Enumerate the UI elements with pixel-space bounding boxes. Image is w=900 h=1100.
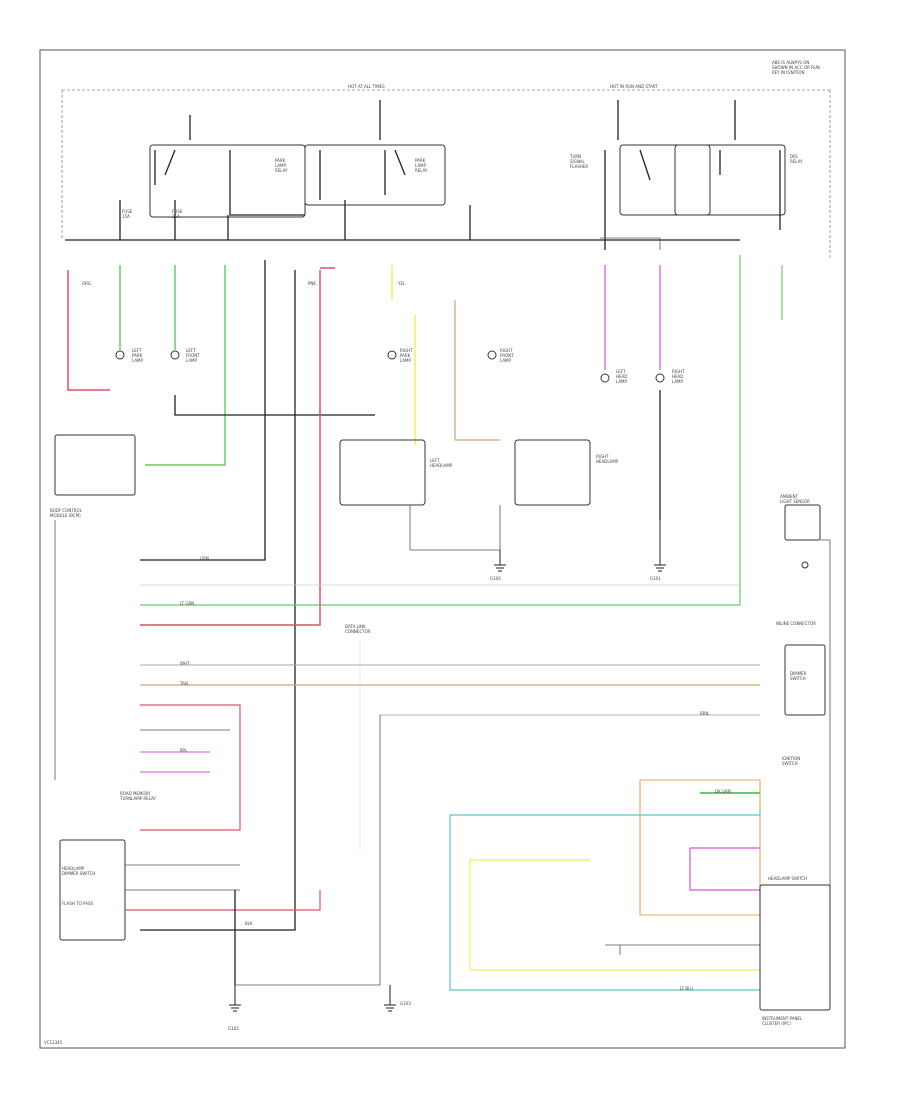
diagram-frame — [39, 49, 846, 1049]
headlamp-switch-label: HEADLAMP SWITCH — [768, 876, 807, 881]
wire-tag-tan: TAN — [179, 681, 188, 686]
wire-tag-yel: YEL — [397, 281, 406, 286]
bcm-module — [54, 434, 136, 496]
ground-symbol: G100 — [490, 550, 506, 581]
ipc-module — [759, 884, 831, 1011]
wire-tag-grn: GRN — [200, 556, 209, 561]
flash-to-pass-label: FLASH TO PASS — [62, 901, 93, 906]
ground-label: G100 — [490, 576, 501, 581]
wire-tag-dkgrn: DK GRN — [715, 789, 731, 794]
ground-symbol-d: G103 — [384, 985, 411, 1012]
ground-symbol-b: G101 — [650, 520, 666, 581]
top-right-fuse-label: HOT IN RUN AND START — [610, 84, 658, 89]
wire-tag-brn: BRN — [700, 711, 709, 716]
ground-label-d: G103 — [400, 1001, 411, 1006]
wire-tag-pnk: PNK — [308, 281, 316, 286]
wire-tag-ltblu: LT BLU — [680, 986, 693, 991]
page-code: VC12345 — [44, 1040, 63, 1045]
wire-tag-ltgrn: LT GRN — [180, 601, 194, 606]
headlamp-switch-block — [59, 839, 126, 941]
wire-tag-wht: WHT — [180, 661, 190, 666]
wire-tag-ppl: PPL — [180, 748, 188, 753]
inline-conn-label: INLINE CONNECTOR — [776, 621, 816, 626]
wire-tag-org: ORG — [82, 281, 91, 286]
top-left-fuse-label: HOT AT ALL TIMES — [348, 84, 385, 89]
ground-symbol-c: G102 — [228, 985, 241, 1031]
ground-label-b: G101 — [650, 576, 661, 581]
wire-tag-blk: BLK — [245, 921, 253, 926]
ground-label-c: G102 — [228, 1026, 239, 1031]
